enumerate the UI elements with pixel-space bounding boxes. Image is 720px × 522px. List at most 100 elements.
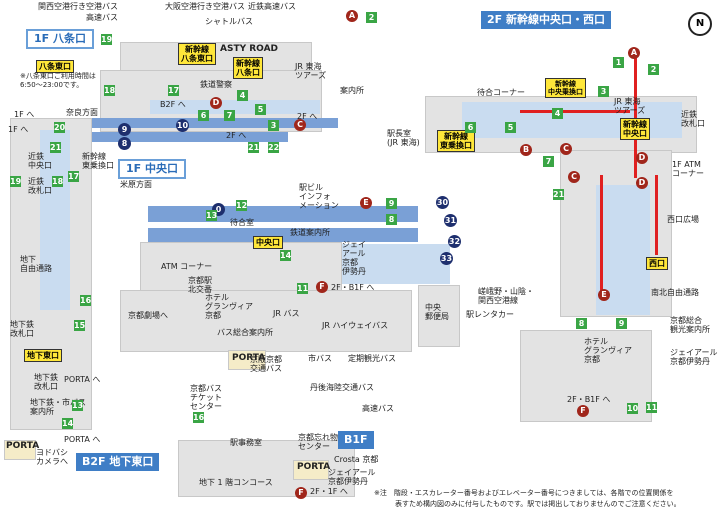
stairs-8-2f: 8	[576, 318, 587, 329]
track-number-8: 8	[118, 137, 131, 150]
label-kintetsu-gate-left: 近鉄 中央口	[28, 152, 52, 170]
stairs-9-2f: 9	[616, 318, 627, 329]
stairs-14: 14	[280, 250, 292, 261]
label-koban: 京都駅 北交番	[188, 276, 212, 294]
b2f-passage	[40, 130, 70, 310]
track-number-9: 9	[118, 123, 131, 136]
route-line-3	[600, 175, 603, 295]
label-kansai-bus: 関西空港行き空港バス	[38, 2, 118, 11]
stairs-4-2f: 4	[552, 108, 563, 119]
stairs-4: 4	[237, 90, 248, 101]
label-minami-jiyu: 南北自由通路	[651, 288, 699, 297]
label-jr-tokai-tours-1f: JR 東海 ツアーズ	[295, 62, 327, 80]
elevator-C-1f: C	[294, 119, 306, 131]
label-atm-2f: 1F ATM コーナー	[672, 160, 704, 178]
stairs-16-left: 16	[80, 295, 92, 306]
label-porta-to: PORTA へ	[64, 375, 101, 384]
label-machiaishitsu: 待合室	[230, 218, 254, 227]
title-2f: 2F 新幹線中央口・西口	[481, 11, 611, 29]
post-office-block	[418, 285, 460, 347]
gate-shinkansen-hachijo-west: 新幹線 八条口	[233, 57, 263, 79]
label-jr-highway: JR ハイウェイバス	[322, 321, 389, 330]
elevator-D-2f-b: D	[636, 177, 648, 189]
elevator-A-2f: A	[628, 47, 640, 59]
label-teiki-kankou: 定期観光バス	[348, 354, 396, 363]
track-32: 32	[448, 235, 461, 248]
label-info-1f: 案内所	[340, 86, 364, 95]
stairs-21: 21	[248, 142, 260, 153]
stairs-3: 3	[268, 120, 279, 131]
label-chika-concourse: 地下 1 階コンコース	[199, 478, 273, 487]
stairs-7-2f: 7	[543, 156, 554, 167]
label-crosta: Crosta 京都	[334, 455, 379, 464]
track-number-10: 10	[176, 119, 189, 132]
platform-central-2	[148, 228, 418, 242]
label-hotel-granvia: ホテル グランヴィア 京都	[205, 293, 253, 320]
label-osaka-bus: 大阪空港行き空港バス	[165, 2, 245, 11]
gate-shinkansen-central-transfer: 新幹線 中央乗換口	[545, 78, 586, 98]
compass-icon: N	[688, 12, 712, 36]
stairs-7: 7	[224, 110, 235, 121]
footnote: ※注 階段・エスカレーター番号およびエレベーター番号につきましては、各階での位置…	[374, 489, 681, 508]
label-kintetsu-right: 近鉄 改札口	[681, 110, 705, 128]
porta-area	[4, 440, 36, 460]
label-shinkansen-east-left: 新幹線 東乗換口	[82, 152, 114, 170]
label-city-bus: 市バス	[308, 354, 332, 363]
stairs-9: 9	[386, 198, 397, 209]
stairs-6-2f: 6	[465, 122, 476, 133]
stairs-18-left: 18	[52, 176, 64, 187]
label-chika-tetsu: 地下鉄 改札口	[10, 320, 34, 338]
label-chika-tetsu-2: 地下鉄 改札口	[34, 373, 58, 391]
gate-hachijo-east: 八条東口	[36, 60, 74, 73]
stairs-19: 19	[101, 34, 113, 45]
label-kintetsu-bus: 近鉄高速バス	[248, 2, 296, 11]
label-porta-b1: PORTA	[297, 462, 331, 472]
hachijo-concourse	[120, 42, 312, 72]
stairs-17: 17	[168, 85, 180, 96]
title-hachijo: 1F 八条口	[26, 29, 94, 49]
label-machiai: 待合コーナー	[477, 88, 525, 97]
label-highway-bus: 高速バス	[86, 13, 118, 22]
label-tetsudo-keisatsu: 鉄道警察	[200, 80, 232, 89]
elevator-F-2f: F	[577, 405, 589, 417]
gate-shinkansen-central: 新幹線 中央口	[620, 118, 650, 140]
stairs-5-2f: 5	[505, 122, 516, 133]
stairs-11-2f: 11	[646, 402, 658, 413]
label-porta-1f: PORTA	[232, 353, 266, 363]
elevator-F-b1f: F	[295, 487, 307, 499]
stairs-21-left: 21	[50, 142, 62, 153]
stairs-17-left: 17	[68, 171, 80, 182]
elevator-D-2f: D	[636, 152, 648, 164]
stairs-2-2f: 2	[648, 64, 659, 75]
label-asty-road: ASTY ROAD	[220, 44, 279, 54]
porta-1f-area	[228, 350, 266, 370]
label-saga-line: 嵯峨野・山陰・ 関西空港線	[478, 287, 534, 305]
platform-central-1	[148, 206, 418, 222]
label-jr-isetan: ジェイ アール 京都 伊勢丹	[342, 240, 366, 276]
stairs-13-left: 13	[72, 400, 84, 411]
title-central: 1F 中央口	[118, 159, 186, 179]
label-1f-b1f: 2F・B1F へ	[567, 395, 611, 404]
label-1f-left-2: 1F へ	[8, 125, 29, 134]
gate-central: 中央口	[253, 236, 283, 249]
label-ekichou: 駅長室 (JR 東海)	[387, 129, 420, 147]
label-rental-car: 駅レンタカー	[466, 310, 514, 319]
label-hotel-granvia-2: ホテル グランヴィア 京都	[584, 337, 632, 364]
stairs-3-2f: 3	[598, 86, 609, 97]
label-porta-to-2: PORTA へ	[64, 435, 101, 444]
elevator-B-2f: B	[520, 144, 532, 156]
porta-b1-area	[293, 460, 329, 480]
label-yodobashi: ヨドバシ カメラへ	[36, 448, 68, 466]
label-porta-b2: PORTA	[6, 441, 40, 451]
label-2f-b1f: 2F・B1F へ	[331, 283, 375, 292]
label-nara: 奈良方面	[66, 108, 98, 117]
stairs-11: 11	[297, 283, 309, 294]
elevator-E-2f: E	[598, 289, 610, 301]
stairs-18: 18	[104, 85, 116, 96]
label-b2f: B2F へ	[160, 100, 186, 109]
elevator-C-2f-b: C	[568, 171, 580, 183]
passage-top	[150, 100, 320, 114]
stairs-2-top: 2	[366, 12, 377, 23]
bus-terminal	[120, 290, 412, 352]
